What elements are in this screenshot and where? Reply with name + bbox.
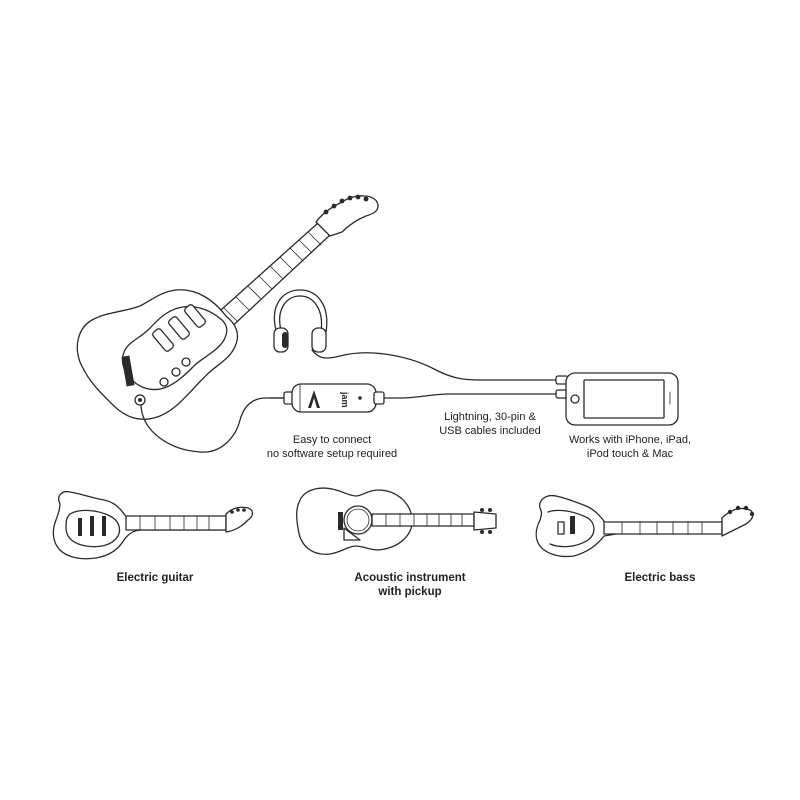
caption-electric-guitar: Electric guitar [95, 571, 215, 585]
acoustic-guitar [296, 487, 497, 555]
headphones [273, 289, 328, 353]
caption-line: with pickup [378, 586, 442, 598]
electric-bass [535, 494, 755, 558]
caption-line: no software setup required [266, 448, 398, 460]
jam-interface: jam [269, 383, 385, 413]
caption-easy-to-connect: Easy to connect no software setup requir… [262, 433, 402, 461]
caption-compatibility: Works with iPhone, iPad, iPod touch & Ma… [555, 433, 705, 461]
caption-electric-bass: Electric bass [600, 571, 720, 585]
small-electric-guitar [52, 490, 254, 560]
caption-acoustic-instrument: Acoustic instrument with pickup [340, 571, 480, 599]
main-electric-guitar [76, 194, 379, 420]
caption-line: Electric guitar [116, 572, 194, 584]
caption-line: Lightning, 30-pin & [444, 411, 536, 423]
caption-cables-included: Lightning, 30-pin & USB cables included [420, 410, 560, 438]
caption-line: Works with iPhone, iPad, [568, 434, 692, 446]
device-cable [379, 393, 561, 399]
caption-line: Electric bass [624, 572, 696, 584]
caption-line: Acoustic instrument [354, 572, 466, 584]
caption-line: iPod touch & Mac [586, 448, 674, 460]
device-label: jam [340, 391, 350, 408]
instrument-cable [140, 397, 285, 453]
iphone [555, 372, 679, 426]
caption-line: USB cables included [439, 425, 541, 437]
caption-line: Easy to connect [292, 434, 372, 446]
headphone-cable [311, 349, 561, 381]
